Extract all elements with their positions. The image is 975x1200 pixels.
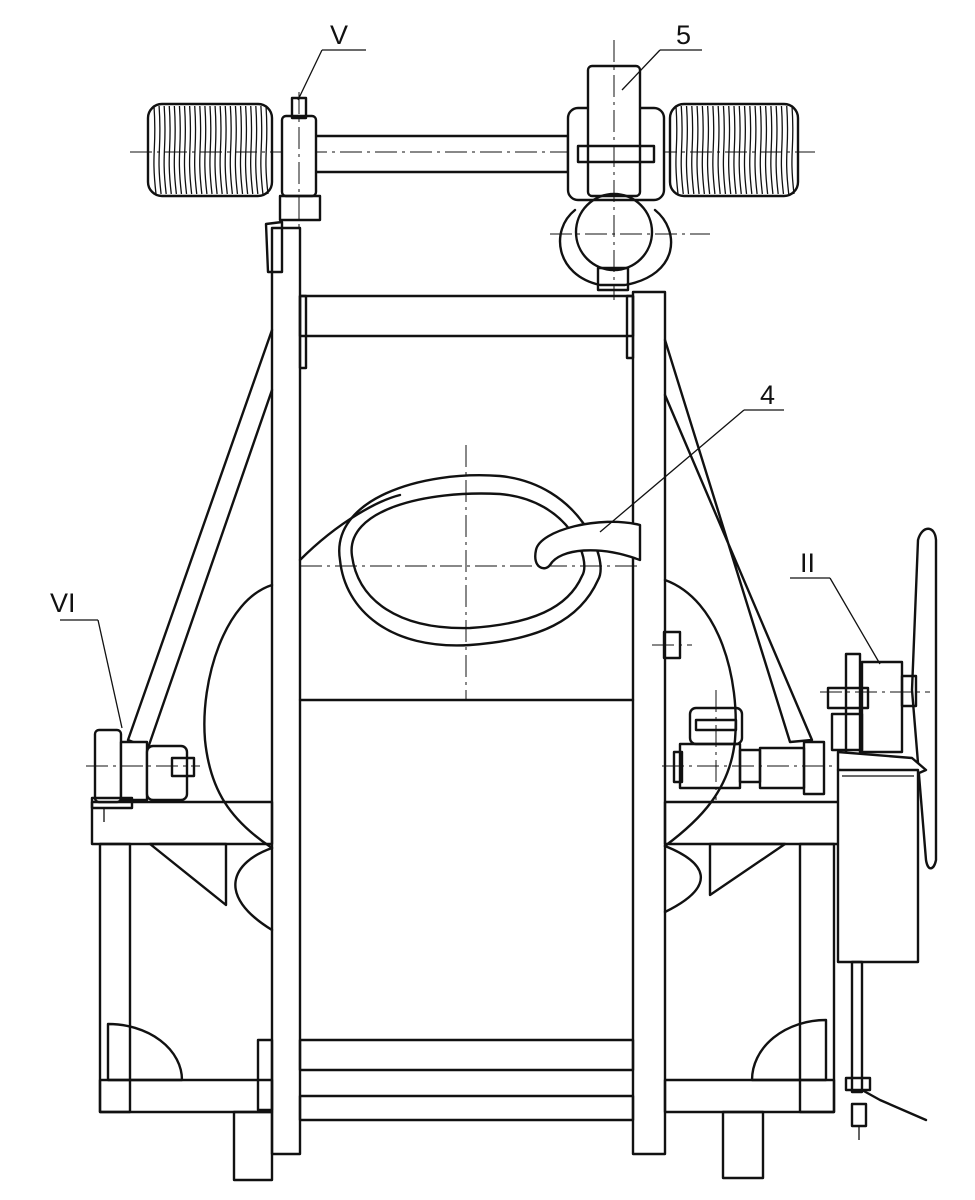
callout-label-II: II (800, 548, 815, 578)
spring-coil (722, 105, 727, 195)
spring-coil (728, 105, 732, 195)
spring-coil (265, 105, 269, 195)
spring-coil (712, 105, 716, 195)
spring-coil (250, 105, 254, 195)
spring-coil (153, 105, 157, 195)
top-shaft-assembly (130, 40, 815, 300)
callout-VI: VI (50, 588, 123, 729)
spring-coil (209, 105, 213, 195)
right-clamp-assembly (550, 40, 710, 300)
spring-coil (738, 105, 742, 195)
spring-coil (194, 105, 198, 195)
spring-coil (754, 105, 758, 195)
spring-coil (780, 105, 785, 195)
spring-coil (786, 105, 790, 195)
spring-coil (775, 105, 779, 195)
spring-coil (701, 105, 706, 195)
spring-coil (244, 105, 249, 195)
spring-coil (260, 105, 264, 195)
callout-V: V (297, 20, 366, 101)
callout-label-VI: VI (50, 588, 76, 618)
callout-II: II (790, 548, 881, 665)
spring-coil (199, 105, 203, 195)
spring-coil (759, 105, 764, 195)
spring-coil (685, 105, 690, 195)
callout-label-5: 5 (676, 20, 691, 50)
spring-coil (234, 105, 239, 195)
right-coil-spring (668, 102, 800, 198)
spring-coil (214, 105, 218, 195)
spring-coil (178, 105, 183, 195)
spring-coil (173, 105, 178, 195)
callout-label-V: V (330, 20, 348, 50)
left-motor-unit (86, 728, 200, 822)
spring-coil (219, 105, 223, 195)
spring-coil (791, 105, 795, 195)
spring-coil (764, 105, 769, 195)
spring-coil (163, 105, 167, 195)
callout-label-4: 4 (760, 380, 775, 410)
left-bearing-block (264, 92, 322, 274)
spring-coil (229, 105, 234, 195)
spring-coil (717, 105, 721, 195)
spring-coil (204, 105, 208, 195)
spring-coil (733, 105, 737, 195)
spring-coil (749, 105, 753, 195)
spring-coil (770, 105, 774, 195)
hose-4 (534, 520, 642, 570)
spring-coil (696, 105, 700, 195)
right-drive-unit (652, 527, 938, 1140)
spring-coil (224, 105, 228, 195)
spring-coil (675, 105, 679, 195)
drum-opening (300, 445, 640, 700)
spring-coil (706, 105, 711, 195)
spring-coil (183, 105, 188, 195)
spring-coil (188, 105, 193, 195)
spring-coil (691, 105, 695, 195)
spring-coil (158, 105, 162, 195)
spring-coil (255, 105, 259, 195)
spring-coil (743, 105, 748, 195)
spring-coil (239, 105, 244, 195)
callout-5: 5 (621, 20, 702, 91)
mixing-drum (203, 493, 737, 932)
callout-4: 4 (599, 380, 784, 533)
left-coil-spring (146, 102, 274, 198)
spring-coil (680, 105, 684, 195)
spring-coil (168, 105, 172, 195)
